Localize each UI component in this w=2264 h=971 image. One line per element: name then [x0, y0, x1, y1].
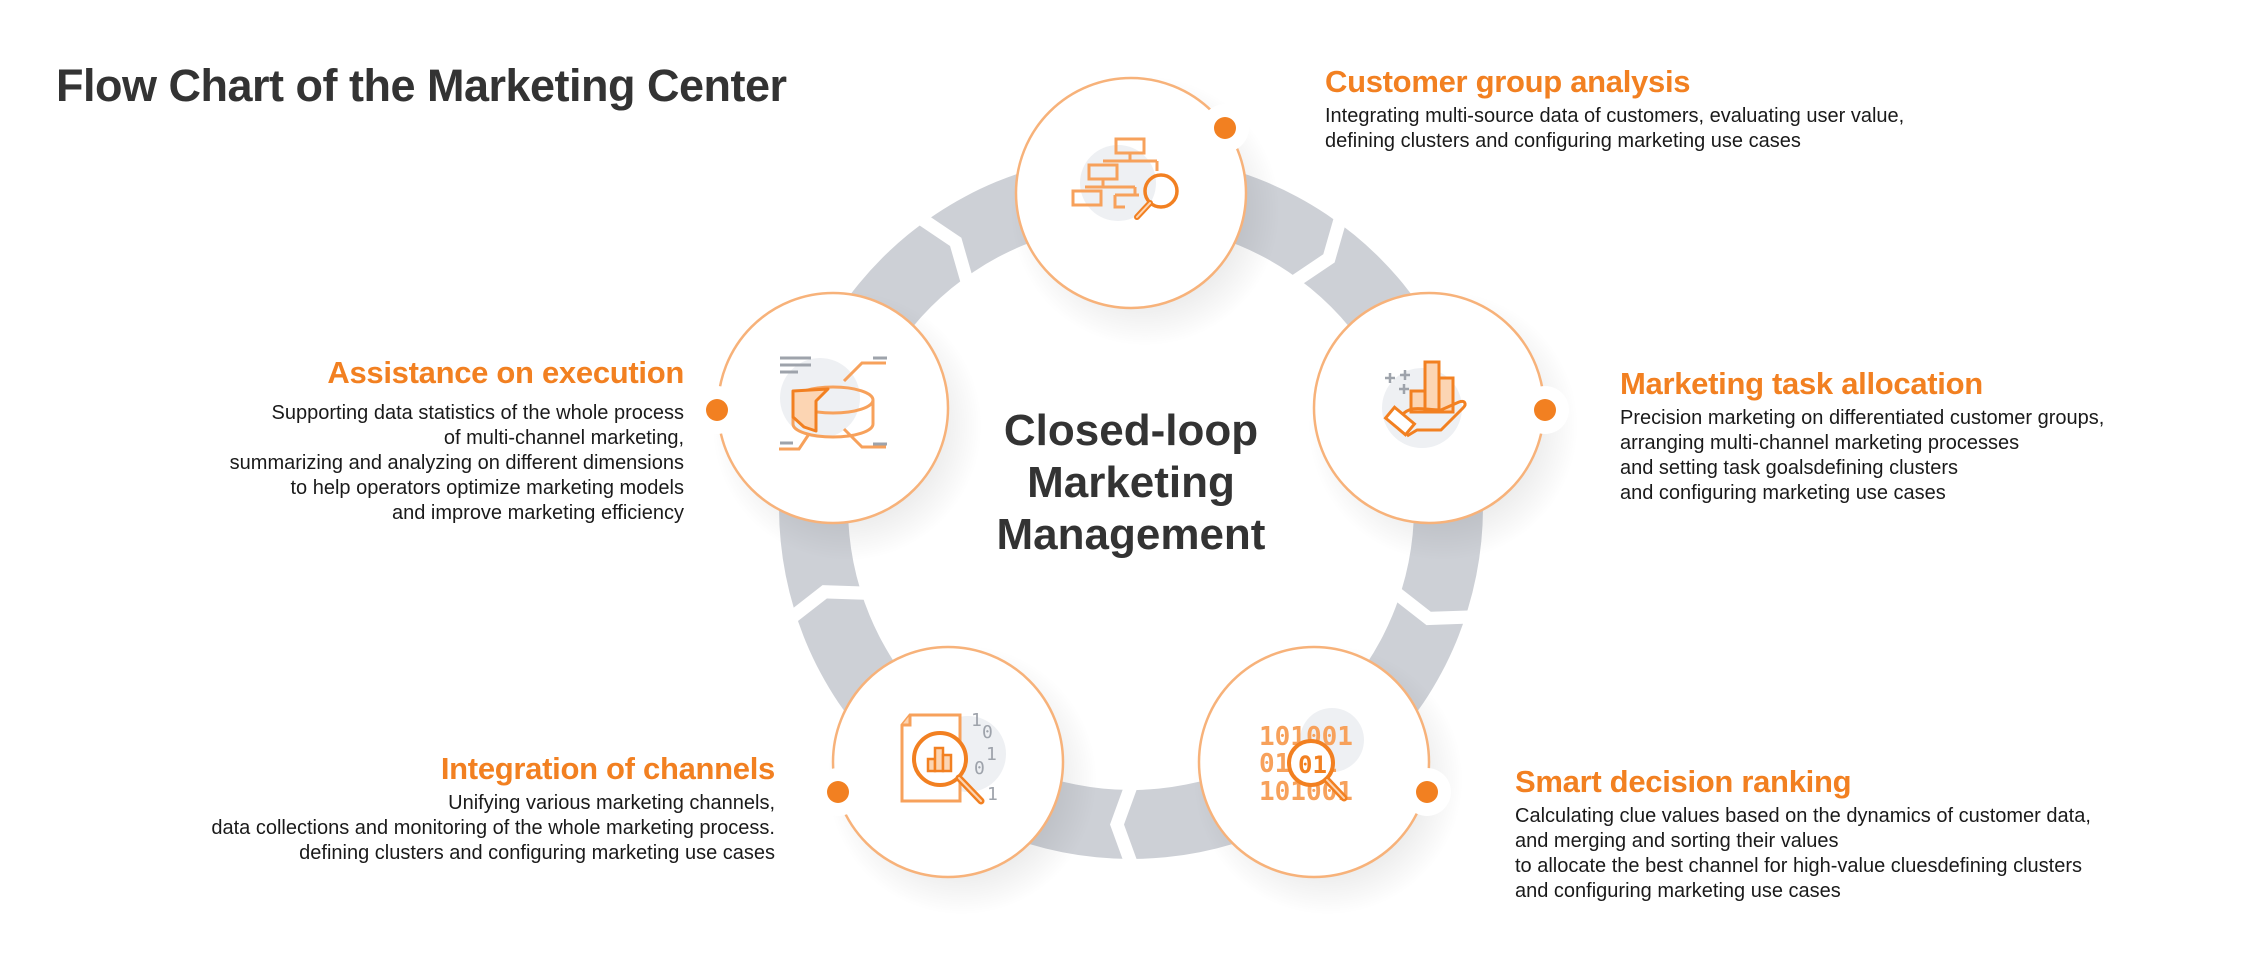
- description-line: and improve marketing efficiency: [392, 502, 684, 524]
- connector-dot: [1416, 781, 1438, 803]
- step-node-integration-of-channels[interactable]: 1 0 1 0 1: [814, 645, 1097, 915]
- step-node-customer-group-analysis[interactable]: [1010, 76, 1280, 346]
- description-line: to help operators optimize marketing mod…: [290, 477, 684, 499]
- svg-text:1: 1: [971, 710, 982, 731]
- description-line: and setting task goalsdefining clusters: [1620, 457, 1958, 479]
- step-description: Unifying various marketing channels, dat…: [211, 791, 775, 866]
- svg-text:0: 0: [974, 758, 985, 779]
- description-line: Supporting data statistics of the whole …: [271, 402, 684, 424]
- cycle-arrow-notches: [790, 214, 1472, 863]
- description-line: and configuring marketing use cases: [1620, 482, 1946, 504]
- arrow-notch: [916, 214, 973, 286]
- step-info-marketing-task-allocation: Marketing task allocation Precision mark…: [1620, 366, 2104, 506]
- step-node-smart-decision-ranking[interactable]: 101001 01 01 101001 01: [1193, 645, 1463, 915]
- step-title: Marketing task allocation: [1620, 366, 1983, 401]
- connector-dot: [1534, 399, 1556, 421]
- center-label-line: Marketing: [1027, 458, 1235, 507]
- step-description: Supporting data statistics of the whole …: [230, 401, 684, 526]
- svg-text:1: 1: [987, 784, 998, 805]
- step-info-smart-decision-ranking: Smart decision ranking Calculating clue …: [1515, 764, 2091, 904]
- binary-magnifier-icon: 101001 01 01 101001 01: [1259, 708, 1364, 807]
- description-line: Calculating clue values based on the dyn…: [1515, 805, 2091, 827]
- description-line: defining clusters and configuring market…: [1325, 130, 1801, 152]
- step-description: Precision marketing on differentiated cu…: [1620, 406, 2104, 506]
- document-chart-magnifier-icon: 1 0 1 0 1: [900, 710, 1006, 805]
- step-title: Customer group analysis: [1325, 64, 1691, 99]
- description-line: Unifying various marketing channels,: [448, 792, 775, 814]
- step-node-assistance-on-execution[interactable]: [693, 291, 982, 561]
- arrow-notch: [1110, 786, 1138, 863]
- step-info-integration-of-channels: Integration of channels Unifying various…: [211, 751, 775, 866]
- center-label-line: Management: [996, 510, 1266, 559]
- connector-dot: [1214, 117, 1236, 139]
- connector-dot: [827, 781, 849, 803]
- svg-text:01: 01: [1298, 751, 1327, 779]
- description-line: summarizing and analyzing on different d…: [229, 452, 684, 474]
- step-title: Assistance on execution: [327, 355, 684, 390]
- step-title: Integration of channels: [440, 751, 775, 786]
- arrow-notch: [790, 585, 868, 624]
- description-line: and merging and sorting their values: [1515, 830, 1839, 852]
- step-title: Smart decision ranking: [1515, 764, 1852, 799]
- description-line: arranging multi-channel marketing proces…: [1620, 432, 2020, 454]
- description-line: Integrating multi-source data of custome…: [1325, 105, 1905, 127]
- org-chart-magnifier-icon: [1071, 137, 1179, 221]
- pie-chart-analysis-icon: [779, 356, 887, 451]
- description-line: of multi-channel marketing,: [443, 427, 684, 449]
- step-description: Integrating multi-source data of custome…: [1325, 104, 1904, 154]
- description-line: data collections and monitoring of the w…: [211, 817, 775, 839]
- description-line: and configuring marketing use cases: [1515, 880, 1841, 902]
- hand-bar-chart-icon: [1382, 360, 1467, 448]
- center-label-line: Closed-loop: [1003, 406, 1259, 455]
- description-line: to allocate the best channel for high-va…: [1515, 855, 2083, 877]
- connector-dot: [706, 399, 728, 421]
- description-line: defining clusters and configuring market…: [299, 842, 775, 864]
- step-info-customer-group-analysis: Customer group analysis Integrating mult…: [1325, 64, 1904, 154]
- arrow-notch: [1289, 214, 1346, 286]
- description-line: Precision marketing on differentiated cu…: [1620, 407, 2105, 429]
- step-description: Calculating clue values based on the dyn…: [1515, 804, 2091, 904]
- step-info-assistance-on-execution: Assistance on execution Supporting data …: [230, 355, 685, 526]
- arrow-notch: [1394, 586, 1472, 626]
- svg-text:0: 0: [982, 722, 993, 743]
- center-label: Closed-loop Marketing Management: [981, 405, 1281, 561]
- page-title: Flow Chart of the Marketing Center: [56, 60, 787, 111]
- step-node-marketing-task-allocation[interactable]: [1308, 291, 1578, 561]
- svg-text:1: 1: [986, 744, 997, 765]
